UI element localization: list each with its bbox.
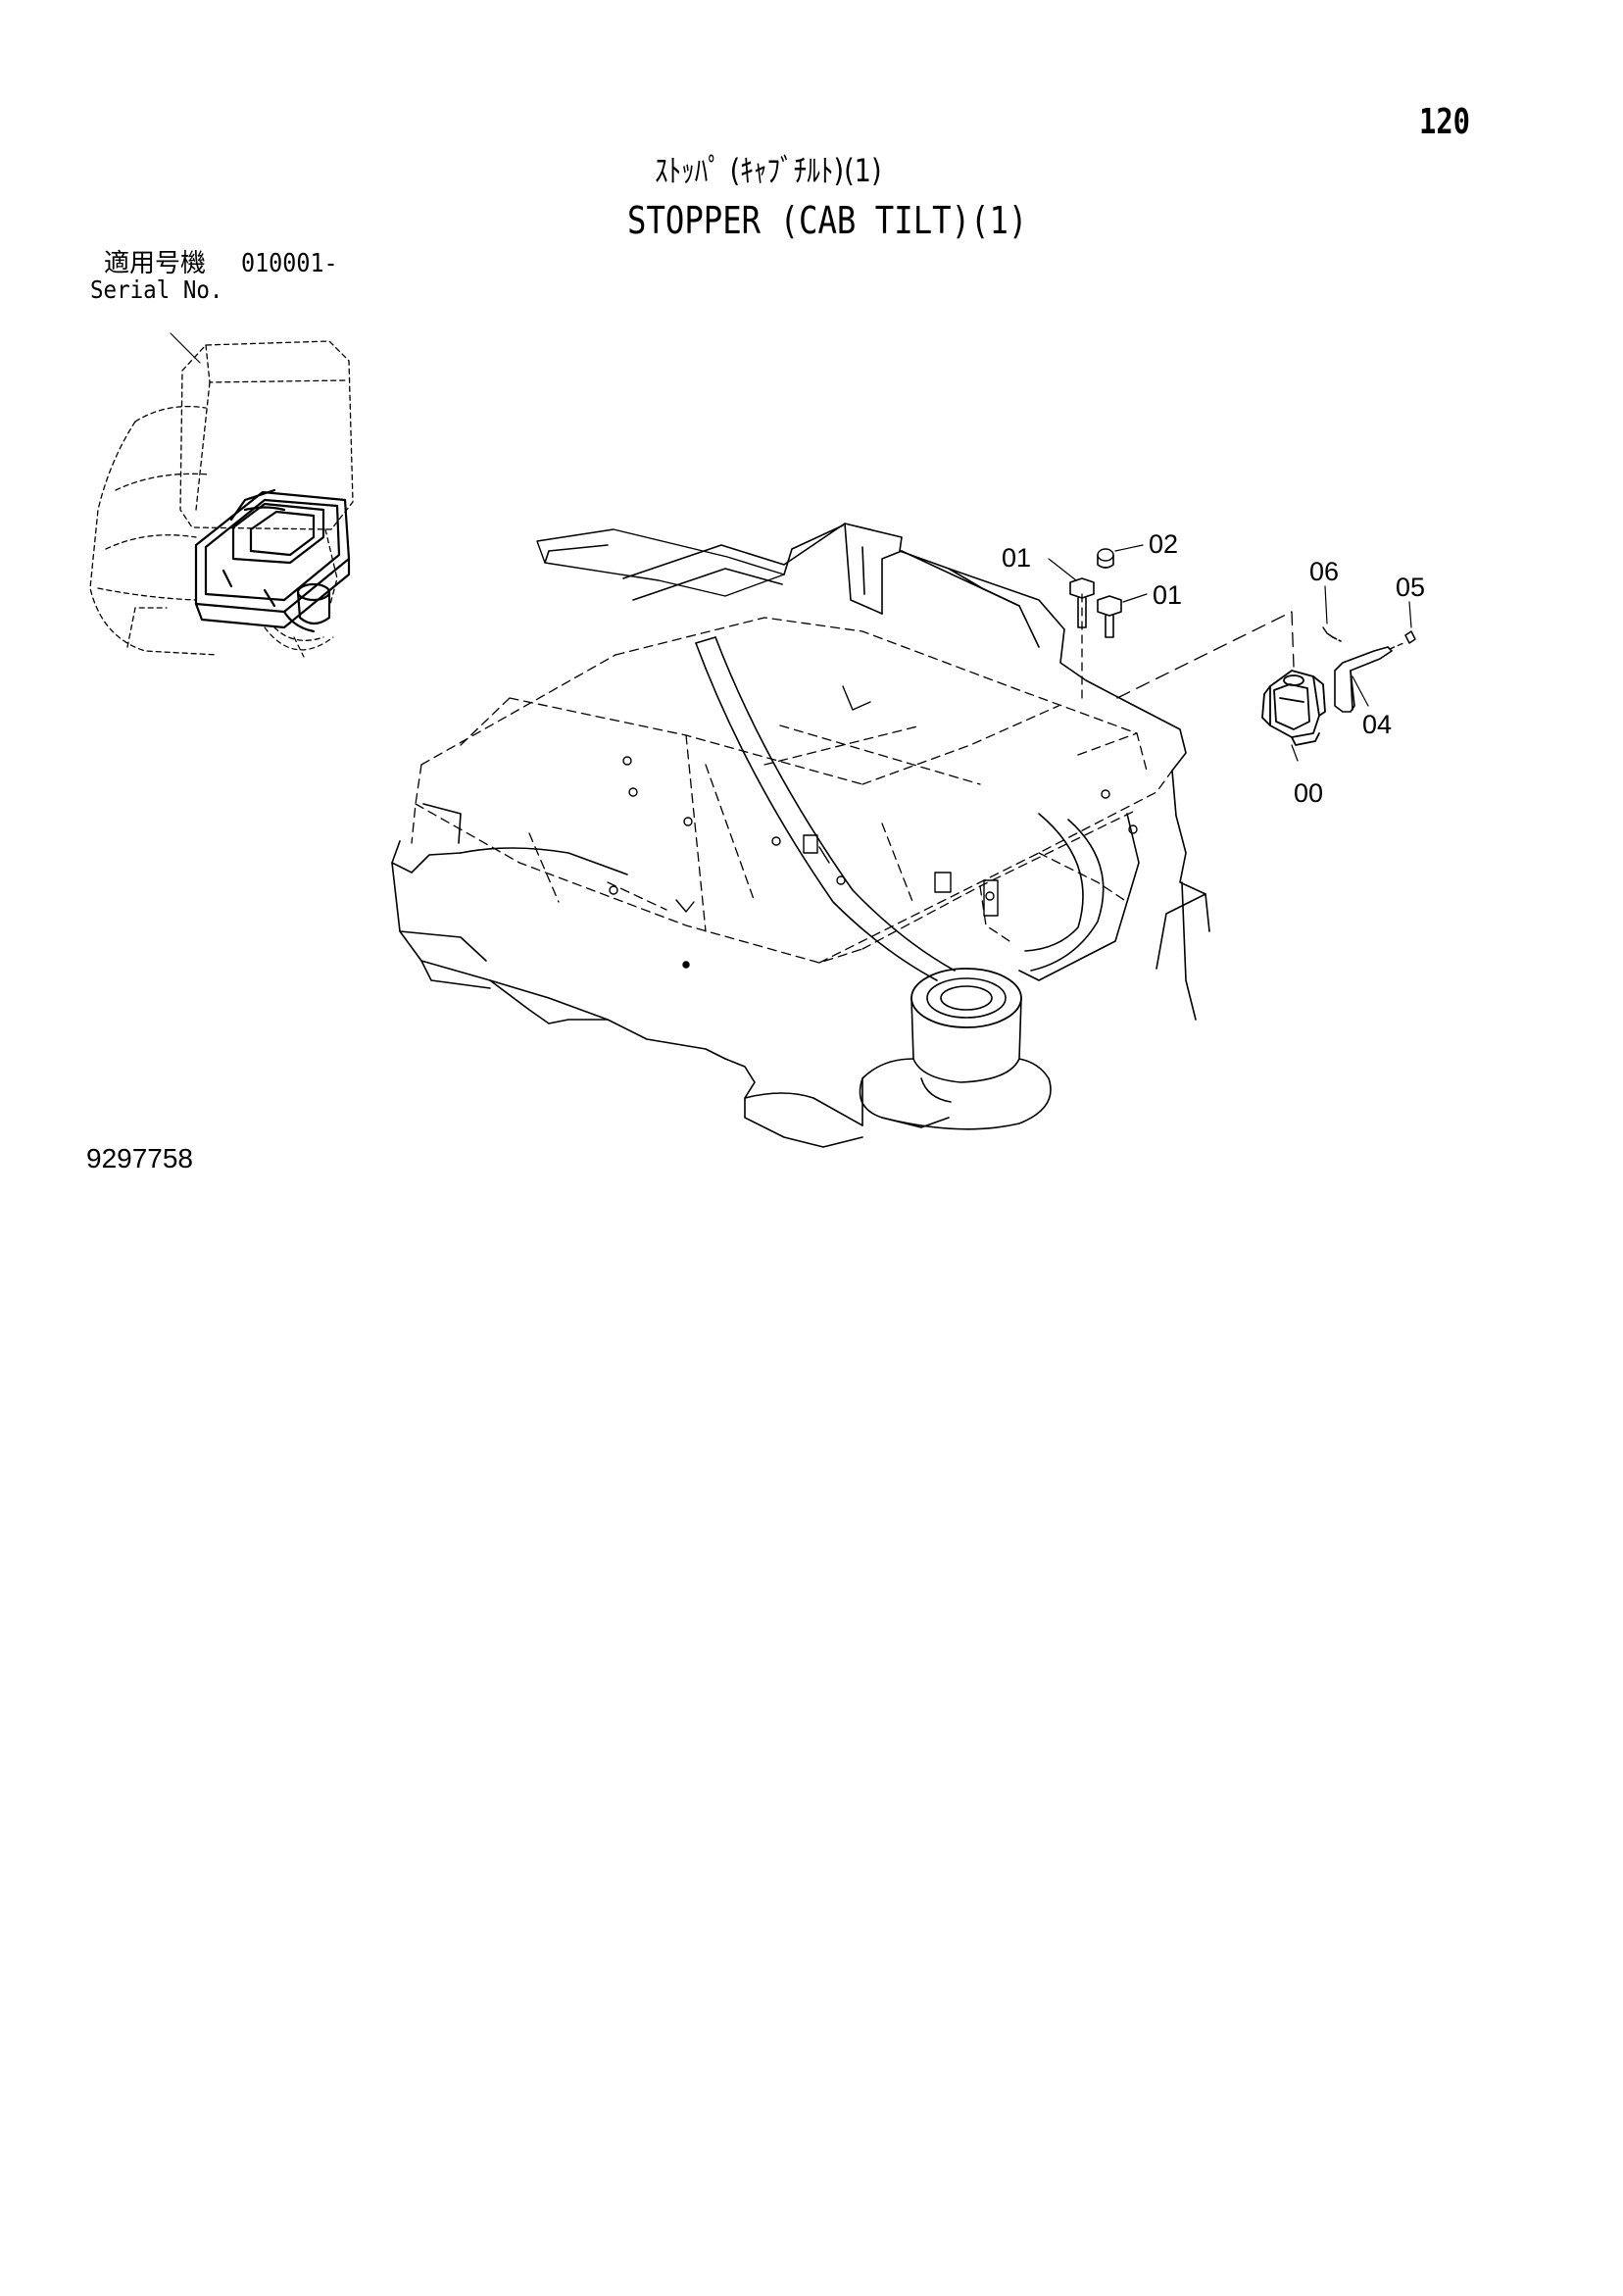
page-number: 120 — [1419, 102, 1471, 142]
callout-05: 05 — [1396, 573, 1426, 602]
drawing-number: 9297758 — [86, 1143, 194, 1173]
serial-label-japanese: 適用号機 — [104, 249, 207, 278]
stopper-parts — [1048, 544, 1416, 762]
serial-range: 010001- — [241, 249, 338, 278]
callout-04: 04 — [1362, 710, 1393, 739]
callout-06: 06 — [1309, 557, 1340, 586]
page-title-japanese: ｽﾄｯﾊﾟ (ｷｬﾌﾞﾁﾙﾄ)(1) — [655, 152, 882, 189]
cab-frame-drawing — [391, 523, 1210, 1148]
locator-thumbnail — [89, 332, 354, 658]
callout-02: 02 — [1149, 529, 1179, 559]
serial-label-english: Serial No. — [90, 275, 223, 304]
callout-01-lower: 01 — [1153, 580, 1183, 610]
callout-00: 00 — [1294, 778, 1324, 808]
callout-01-upper: 01 — [1002, 543, 1032, 573]
page-title-english: STOPPER (CAB TILT)(1) — [627, 199, 1028, 242]
